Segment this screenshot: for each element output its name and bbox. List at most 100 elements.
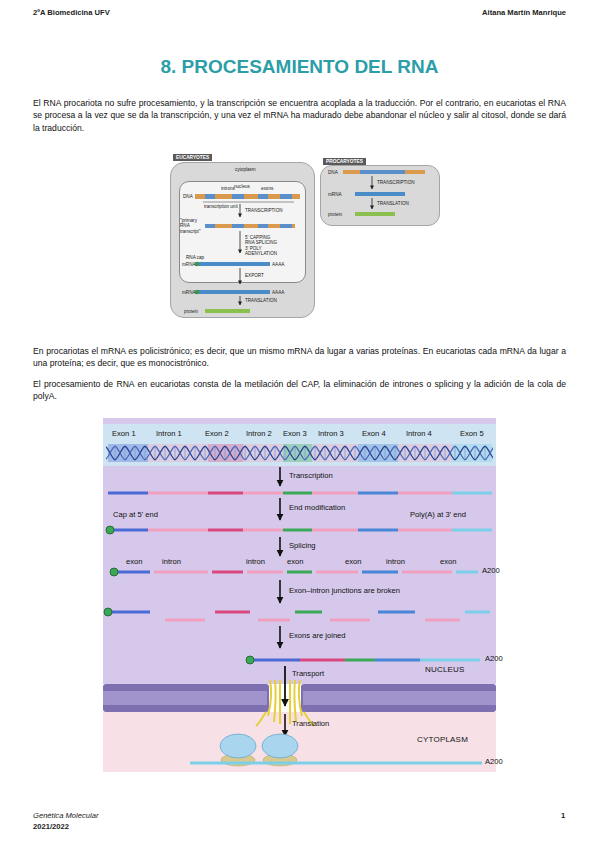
exon-segment: [345, 659, 375, 662]
exon-segment: [295, 611, 322, 614]
dna-strip: [103, 424, 496, 466]
exon-block: [280, 224, 292, 228]
protein-bar: [355, 212, 395, 216]
page-footer: 2021/2022: [33, 823, 69, 832]
step-arrow: [240, 268, 241, 284]
figure-label: exon: [440, 558, 456, 567]
body-paragraph: El procesamiento de RNA en eucariotas co…: [33, 378, 566, 403]
exon-block: [280, 194, 292, 199]
exon-segment: [112, 529, 148, 532]
figure-label: Exons are joined: [289, 632, 346, 641]
figure-label: exon: [345, 558, 361, 567]
figure-label: Exon 5: [460, 430, 484, 439]
exon-segment: [254, 659, 300, 662]
step-arrow: [279, 498, 281, 520]
step-arrow: [240, 296, 241, 305]
cell-type-tab: PROCARYOTES: [323, 158, 366, 165]
pore-fiber: [294, 680, 296, 722]
pore-fiber: [279, 680, 281, 724]
nuclear-membrane: [103, 684, 269, 712]
exon-segment: [375, 659, 420, 662]
cell-type-tab: EUCARYOTES: [173, 154, 212, 161]
pore-fiber: [299, 680, 302, 716]
figure-label: Intron 4: [406, 430, 432, 439]
figure-label: TRANSLATION: [377, 201, 409, 206]
intron-segment: [148, 492, 208, 495]
intron-segment: [243, 492, 283, 495]
cap-sphere: [106, 526, 114, 534]
step-arrow: [372, 176, 373, 189]
figure-label: EXPORT: [245, 273, 264, 278]
exon-block: [205, 224, 215, 228]
mrna-bar: [355, 192, 405, 196]
capped-rna: [112, 529, 492, 532]
body-paragraph: En procariotas el mRNA es policistrónico…: [33, 345, 566, 370]
figure-label: protein: [328, 212, 342, 217]
figure-label: Exon 4: [362, 430, 386, 439]
exon-segment: [215, 611, 250, 614]
exon-segment: [208, 492, 243, 495]
exon-block: [232, 224, 244, 228]
figure-label: intron: [246, 558, 265, 567]
membrane-lumen: [103, 691, 267, 705]
exon-segment: [212, 571, 243, 574]
cap-sphere: [110, 568, 118, 576]
pore-fiber: [268, 680, 271, 716]
figure-label: "primary RNA transcript": [180, 218, 206, 234]
mrna-strand: [190, 762, 482, 765]
figure-label: Exon 1: [112, 430, 136, 439]
mrna-bar: [198, 262, 270, 266]
step-arrow: [279, 580, 281, 603]
figure-label: intron: [386, 558, 405, 567]
figure-label: exon: [287, 558, 303, 567]
exon-block: [232, 194, 244, 199]
figure-label: exons: [261, 186, 273, 191]
region-label: CYTOPLASM: [417, 736, 468, 745]
figure-label: Transcription: [289, 472, 333, 481]
page-footer: 1: [561, 812, 565, 821]
step-arrow: [284, 714, 286, 736]
figure-label: Exon 3: [283, 430, 307, 439]
figure-label: A200: [482, 567, 500, 576]
cap-sphere: [104, 608, 112, 616]
intron-segment: [316, 571, 358, 574]
figure-label: RNA cap: [186, 255, 204, 260]
protein-bar: [205, 309, 250, 313]
step-arrow: [279, 626, 281, 648]
figure-label: Intron 1: [156, 430, 182, 439]
intron-segment: [243, 529, 283, 532]
exon-segment: [108, 492, 148, 495]
intron-segment: [154, 571, 208, 574]
figure-label: TRANSLATION: [245, 298, 277, 303]
exon-segment: [287, 571, 312, 574]
figure-label: A200: [485, 758, 503, 767]
exon-segment: [465, 611, 490, 614]
figure-label: Exon–intron junctions are broken: [289, 587, 400, 596]
step-arrow: [240, 231, 241, 253]
figure-label: AAAA: [272, 290, 284, 295]
pre-mrna: [108, 492, 492, 495]
pore-fiber: [256, 712, 266, 726]
intron-segment: [398, 492, 452, 495]
figure-label: mRNA: [328, 192, 342, 197]
rna-bar: [205, 224, 295, 228]
body-paragraph: El RNA procariota no sufre procesamiento…: [33, 97, 566, 134]
intron-segment: [330, 619, 370, 622]
processing-figure: [103, 424, 496, 766]
exon-segment: [452, 492, 492, 495]
figure-label: Translation: [292, 720, 329, 729]
figure-label: Exon 2: [205, 430, 229, 439]
figure-label: A200: [485, 655, 503, 664]
figure-label: 5' CAPPING RNA SPLICING 3' POLY ADENYLAT…: [245, 235, 281, 256]
intron-segment: [312, 492, 358, 495]
exon-segment: [118, 571, 150, 574]
figure-label: exon: [126, 558, 142, 567]
exon-segment: [456, 571, 478, 574]
intron-segment: [425, 619, 460, 622]
exon-segment: [300, 659, 345, 662]
prokaryote-figure: [343, 170, 425, 216]
step-arrow: [284, 666, 286, 706]
exon-segment: [362, 571, 398, 574]
